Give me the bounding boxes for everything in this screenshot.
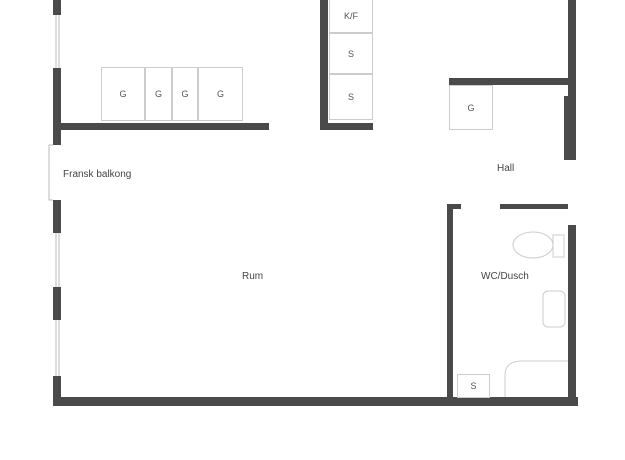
windows [48,15,60,376]
wall [53,287,61,320]
wall [568,0,576,160]
wall [320,123,373,130]
fridge-freezer: K/F [329,0,373,33]
wall [447,204,453,400]
walls [53,0,578,406]
wardrobe: G [145,67,172,121]
wall [447,204,461,209]
wall [53,376,61,406]
wall [53,68,61,145]
kitchen-cabinet: S [329,33,373,74]
room-label-hall: Hall [497,163,515,174]
sink [542,290,566,328]
wall [320,0,328,130]
wall [500,204,568,209]
wall [568,225,576,406]
kitchen-cabinet: S [329,74,373,120]
toilet-tank [552,234,565,258]
shower [504,360,568,397]
wardrobe: G [198,67,243,121]
room-label-room: Rum [242,271,264,282]
wall [53,0,61,15]
balcony-door [48,144,53,201]
room-label-balcony: Fransk balkong [63,169,132,180]
wardrobe: G [172,67,198,121]
hall-wardrobe: G [449,85,493,130]
wardrobe: G [101,67,145,121]
wall [53,200,61,233]
toilet [512,231,554,259]
wall [564,96,576,160]
wall [53,397,578,406]
room-label-bath: WC/Dusch [481,271,529,282]
wall [449,78,568,85]
bath-cabinet: S [457,374,490,398]
wall [53,123,269,130]
bath-fixtures [504,231,568,397]
